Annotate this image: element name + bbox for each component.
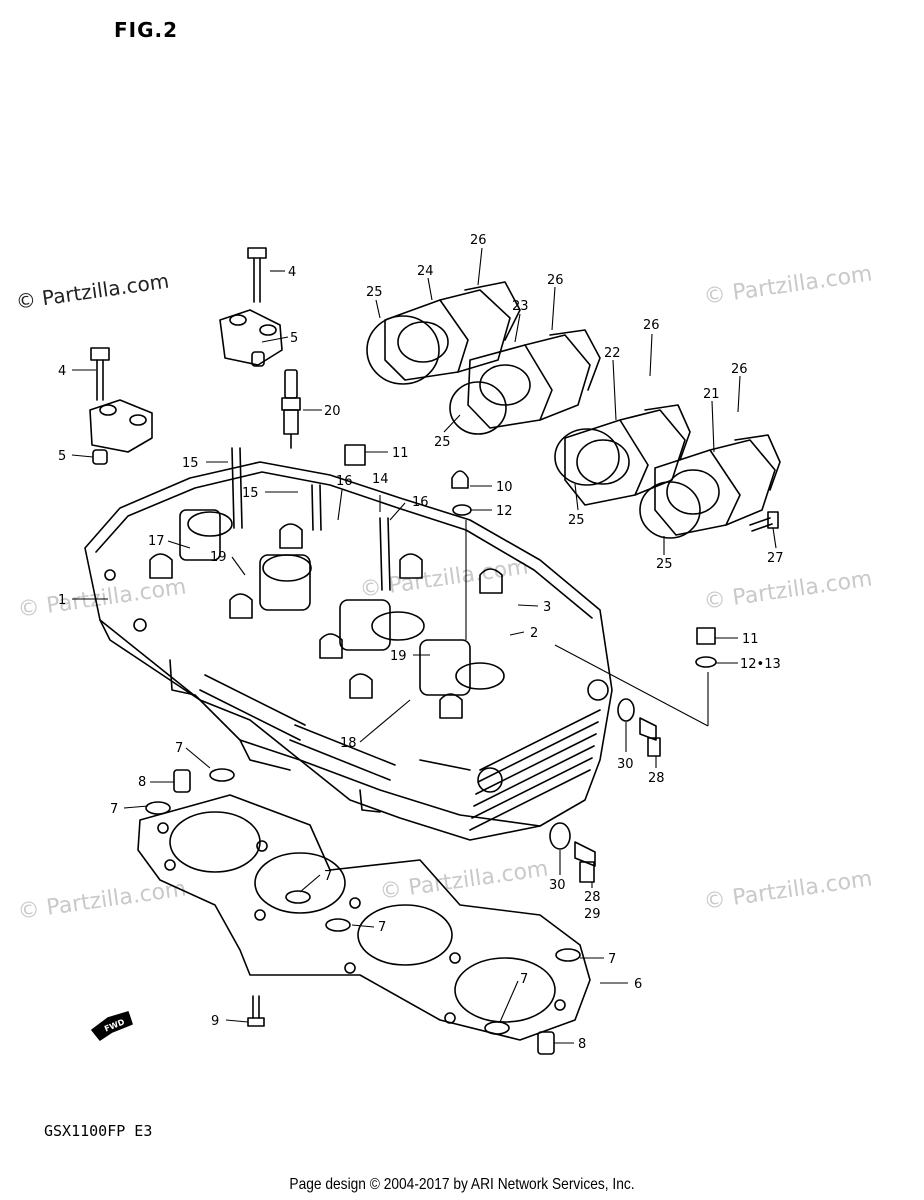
callout-26: 26 — [547, 273, 564, 288]
callout-15: 15 — [242, 486, 259, 501]
callout-7: 7 — [520, 972, 528, 987]
callout-16: 16 — [336, 474, 353, 489]
callout-25: 25 — [434, 435, 451, 450]
callout-19: 19 — [390, 649, 407, 664]
callout-18: 18 — [340, 736, 357, 751]
callout-24: 24 — [417, 264, 434, 279]
callout-12-13: 12•13 — [740, 657, 781, 672]
callout-8: 8 — [578, 1037, 586, 1052]
callout-10: 10 — [496, 480, 513, 495]
callout-5: 5 — [58, 449, 66, 464]
callout-7: 7 — [608, 952, 616, 967]
callout-26: 26 — [643, 318, 660, 333]
callout-25: 25 — [366, 285, 383, 300]
model-code: GSX1100FP E3 — [44, 1122, 153, 1140]
callout-12: 12 — [496, 504, 513, 519]
callout-8: 8 — [138, 775, 146, 790]
callout-23: 23 — [512, 299, 529, 314]
head-gasket — [137, 794, 591, 1041]
callout-1: 1 — [58, 593, 66, 608]
callout-15: 15 — [182, 456, 199, 471]
figure-title: FIG.2 — [114, 18, 179, 42]
callout-labels: 4 5 4 5 20 11 10 12 11 12•13 15 15 16 14… — [58, 233, 784, 1052]
callout-26: 26 — [470, 233, 487, 248]
callout-4: 4 — [288, 265, 296, 280]
callout-19: 19 — [210, 550, 227, 565]
callout-20: 20 — [324, 404, 341, 419]
page-footer: Page design © 2004-2017 by ARI Network S… — [289, 1176, 635, 1193]
callout-28: 28 — [648, 771, 665, 786]
callout-30: 30 — [617, 757, 634, 772]
callout-7: 7 — [378, 920, 386, 935]
callout-11: 11 — [742, 632, 759, 647]
callout-26: 26 — [731, 362, 748, 377]
callout-16: 16 — [412, 495, 429, 510]
callout-2: 2 — [530, 626, 538, 641]
callout-30: 30 — [549, 878, 566, 893]
callout-5: 5 — [290, 331, 298, 346]
callout-17: 17 — [148, 534, 165, 549]
callout-27: 27 — [767, 551, 784, 566]
callout-3: 3 — [543, 600, 551, 615]
callout-4: 4 — [58, 364, 66, 379]
callout-21: 21 — [703, 387, 720, 402]
callout-9: 9 — [211, 1014, 219, 1029]
intake-pipes — [384, 281, 781, 536]
callout-14: 14 — [372, 472, 389, 487]
callout-22: 22 — [604, 346, 621, 361]
callout-7: 7 — [110, 802, 118, 817]
callout-25: 25 — [656, 557, 673, 572]
callout-25: 25 — [568, 513, 585, 528]
cylinder-head — [84, 447, 613, 841]
callout-6: 6 — [634, 977, 642, 992]
callout-7: 7 — [324, 869, 332, 884]
callout-28: 28 — [584, 890, 601, 905]
callout-7: 7 — [175, 741, 183, 756]
callout-11: 11 — [392, 446, 409, 461]
callout-29: 29 — [584, 907, 601, 922]
